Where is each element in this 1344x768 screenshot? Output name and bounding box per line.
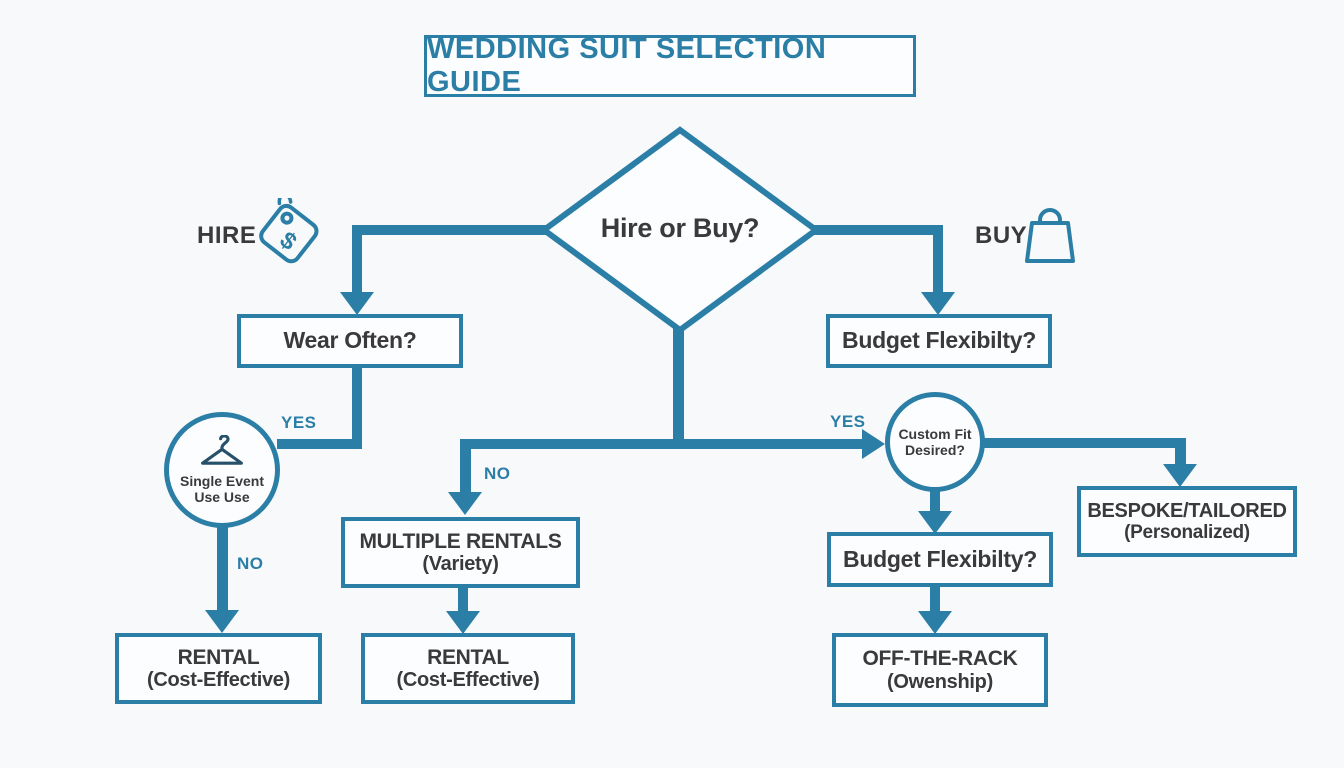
edge-multiple-rentals-down xyxy=(458,586,468,612)
page-title: WEDDING SUIT SELECTION GUIDE xyxy=(424,33,916,98)
arrowhead-to-custom-fit xyxy=(862,429,885,459)
rental-middle-subtitle: (Cost-Effective) xyxy=(396,669,540,692)
multiple-rentals-title: MULTIPLE RENTALS xyxy=(359,529,562,553)
edge-label-single-event-no: NO xyxy=(237,554,264,573)
edge-no-vertical xyxy=(460,439,471,493)
edge-yes-to-circle xyxy=(277,439,356,449)
edge-hire-vertical xyxy=(352,225,362,293)
arrowhead-to-off-the-rack xyxy=(918,611,952,634)
hanger-icon xyxy=(201,434,243,465)
node-custom-fit: Custom Fit Desired? xyxy=(885,392,985,492)
multiple-rentals-subtitle: (Variety) xyxy=(422,553,499,576)
edge-circle-down xyxy=(217,523,228,611)
wear-often-question: Wear Often? xyxy=(283,327,417,354)
price-tag-icon: $ xyxy=(259,198,319,264)
rental-left-subtitle: (Cost-Effective) xyxy=(147,669,290,692)
rental-left-title: RENTAL xyxy=(177,645,260,669)
edge-budget-right-down xyxy=(930,585,940,612)
arrowhead-to-budget-right xyxy=(918,511,952,534)
edge-wear-often-down xyxy=(352,366,362,449)
node-single-event: Single Event Use Use xyxy=(164,412,280,528)
edge-buy-horizontal xyxy=(811,225,943,235)
hire-branch-label: HIRE xyxy=(197,222,257,249)
bespoke-subtitle: (Personalized) xyxy=(1124,522,1250,544)
node-budget-flexibility-top: Budget Flexibilty? xyxy=(826,314,1052,368)
rental-middle-title: RENTAL xyxy=(427,645,509,669)
custom-fit-line1: Custom Fit xyxy=(898,425,972,442)
arrowhead-to-rental-left xyxy=(205,610,239,633)
edge-buy-vertical xyxy=(933,225,943,293)
page-title-text: WEDDING SUIT SELECTION GUIDE xyxy=(427,33,827,98)
node-rental-middle: RENTAL (Cost-Effective) xyxy=(361,633,575,704)
node-rental-left: RENTAL (Cost-Effective) xyxy=(115,633,322,704)
off-the-rack-title: OFF-THE-RACK xyxy=(862,647,1018,671)
node-bespoke: BESPOKE/TAILORED (Personalized) xyxy=(1077,486,1297,557)
root-question: Hire or Buy? xyxy=(600,213,760,243)
arrowhead-to-wear-often xyxy=(340,292,374,315)
bespoke-title: BESPOKE/TAILORED xyxy=(1087,499,1287,522)
single-event-line1: Single Event xyxy=(179,472,265,489)
arrowhead-to-budget-top xyxy=(921,292,955,315)
node-budget-flexibility-right: Budget Flexibilty? xyxy=(827,532,1053,587)
edge-label-multiple-rentals-no: NO xyxy=(484,464,511,483)
arrowhead-to-bespoke xyxy=(1163,464,1197,487)
node-off-the-rack: OFF-THE-RACK (Owenship) xyxy=(832,633,1048,707)
edge-bespoke-vertical xyxy=(1175,438,1186,465)
edge-diamond-bottom xyxy=(673,326,684,444)
budget-flexibility-top-question: Budget Flexibilty? xyxy=(842,327,1036,354)
shopping-bag-icon xyxy=(1025,208,1075,263)
edge-hire-horizontal xyxy=(352,225,549,235)
node-wear-often: Wear Often? xyxy=(237,314,463,368)
off-the-rack-subtitle: (Owenship) xyxy=(887,670,993,693)
custom-fit-line2: Desired? xyxy=(905,442,965,458)
edge-center-horizontal xyxy=(462,439,864,449)
diamond-outline xyxy=(538,126,822,334)
budget-flexibility-right-question: Budget Flexibilty? xyxy=(843,545,1037,572)
node-multiple-rentals: MULTIPLE RENTALS (Variety) xyxy=(341,517,580,588)
edge-custom-fit-down xyxy=(930,487,940,512)
single-event-line2: Use Use xyxy=(194,489,250,505)
edge-custom-fit-right xyxy=(980,438,1186,448)
arrowhead-to-multiple-rentals xyxy=(448,492,482,515)
edge-label-wear-often-yes: YES xyxy=(281,413,317,432)
decision-diamond-shape xyxy=(538,126,822,334)
edge-label-custom-fit-yes: YES xyxy=(830,412,866,431)
arrowhead-to-rental-middle xyxy=(446,611,480,634)
buy-branch-label: BUY xyxy=(975,222,1028,249)
